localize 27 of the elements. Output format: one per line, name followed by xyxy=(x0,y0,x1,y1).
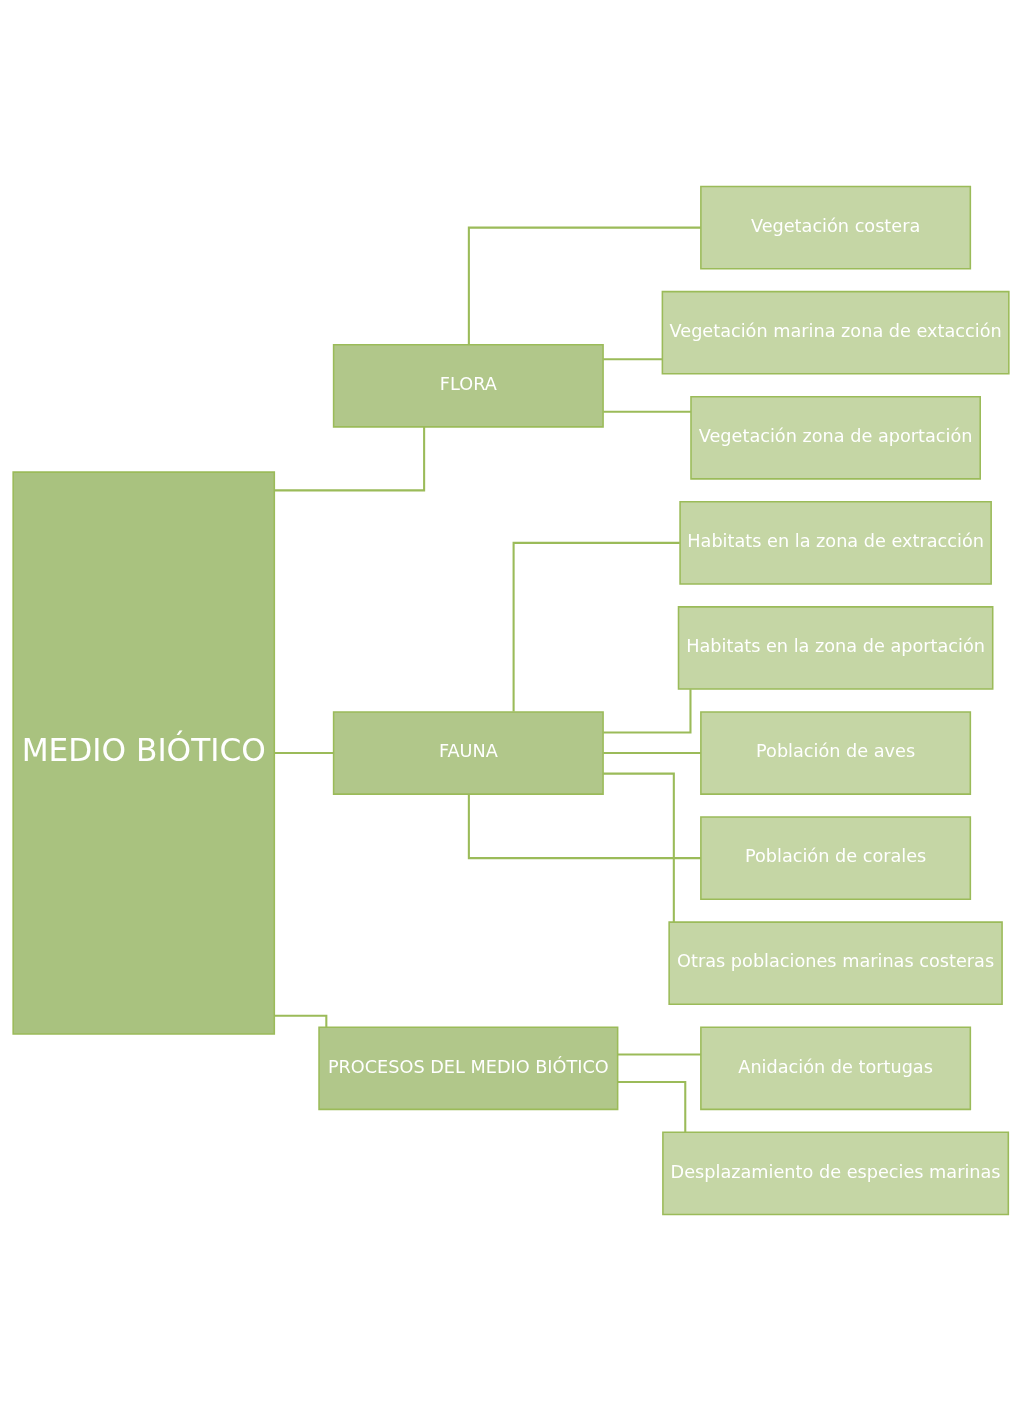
node-box: Habitats en la zona de extracción xyxy=(678,501,992,585)
node-box: Población de aves xyxy=(699,711,971,795)
node-box: Vegetación zona de aportación xyxy=(689,395,981,480)
node-box: MEDIO BIÓTICO xyxy=(11,471,275,1035)
node-box: FAUNA xyxy=(332,711,604,795)
connector xyxy=(602,689,691,734)
node-box: PROCESOS DEL MEDIO BIÓTICO xyxy=(317,1026,618,1111)
node-box: Vegetación marina zona de extacción xyxy=(661,290,1010,375)
connector xyxy=(617,1080,686,1133)
node-box: Vegetación costera xyxy=(699,185,971,270)
connector xyxy=(602,410,691,413)
node-box: FLORA xyxy=(332,343,604,428)
node-box: Desplazamiento de especies marinas xyxy=(661,1131,1009,1216)
connector xyxy=(617,1053,701,1056)
connector xyxy=(602,358,662,361)
connector xyxy=(602,772,675,923)
node-box: Población de corales xyxy=(699,816,971,900)
node-box: Otras poblaciones marinas costeras xyxy=(667,921,1003,1006)
connector xyxy=(467,794,701,860)
connector xyxy=(512,541,680,712)
connector xyxy=(467,226,701,345)
connector xyxy=(602,752,701,755)
connector xyxy=(274,1014,327,1027)
node-box: Anidación de tortugas xyxy=(699,1026,971,1111)
connector xyxy=(273,752,333,755)
connector xyxy=(274,427,425,492)
node-box: Habitats en la zona de aportación xyxy=(677,606,993,690)
